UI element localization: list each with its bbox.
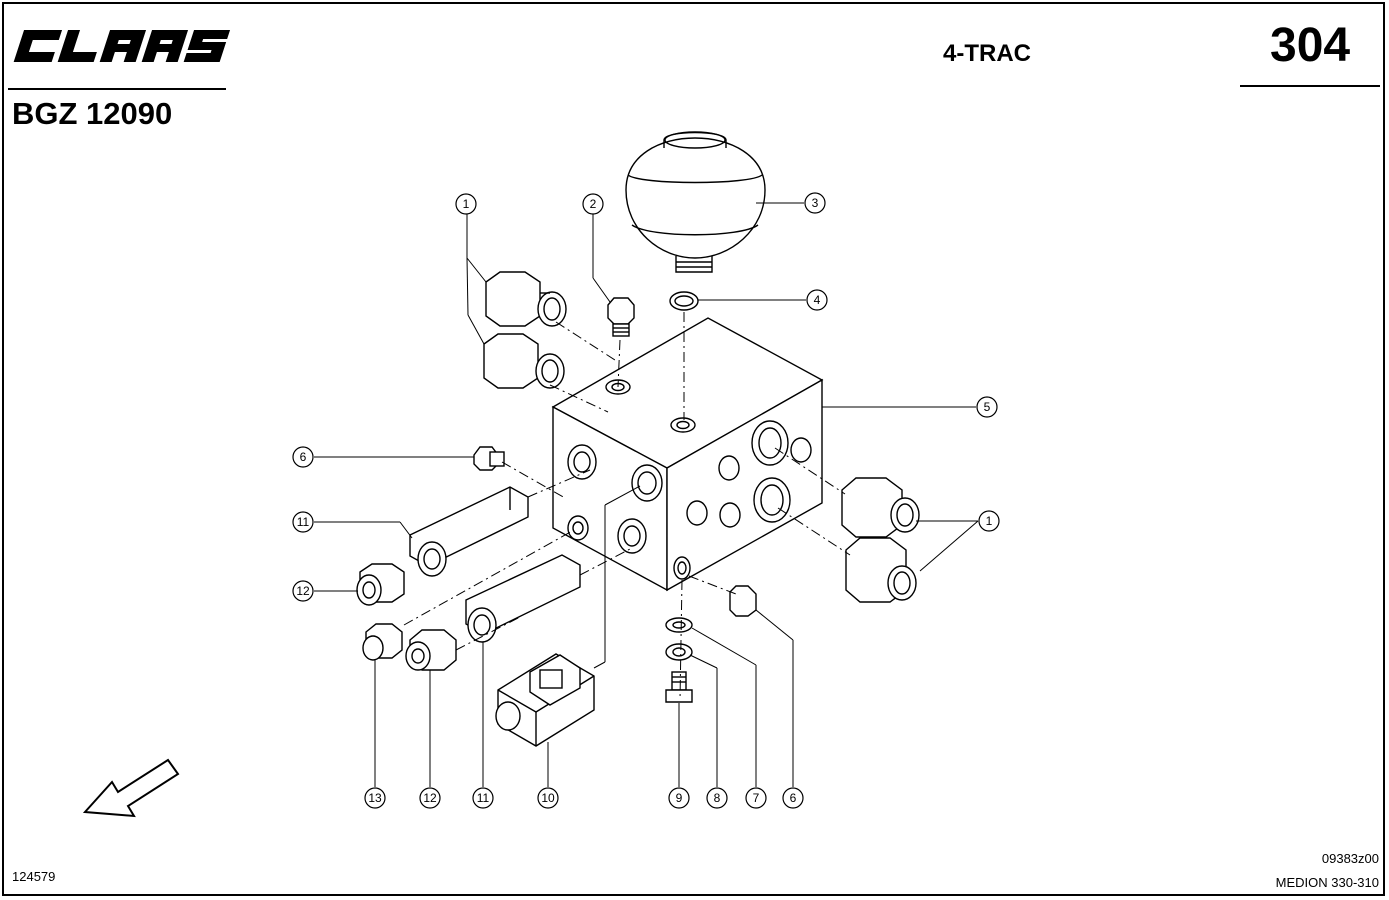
callout-1-upper: 1: [455, 193, 477, 215]
document-code: BGZ 12090: [12, 96, 173, 131]
page-title: 4-TRAC: [943, 40, 1031, 67]
svg-text:3: 3: [812, 196, 819, 210]
bolt-9: [665, 671, 693, 703]
o-ring: [669, 291, 699, 311]
svg-text:1: 1: [463, 197, 470, 211]
screw-plug-right: [729, 585, 757, 617]
header-rule-left: [8, 88, 226, 90]
svg-text:5: 5: [984, 400, 991, 414]
pressure-accumulator: [625, 131, 766, 273]
callout-5: 5: [976, 396, 998, 418]
callout-11-left: 11: [292, 511, 314, 533]
svg-text:8: 8: [714, 791, 721, 805]
drawing-reference: 124579: [12, 869, 56, 884]
fitting-right-a: [841, 477, 920, 538]
solenoid-coil: [495, 653, 595, 747]
direction-arrow-icon: [82, 758, 180, 818]
fitting-13: [362, 623, 403, 661]
svg-text:13: 13: [368, 791, 382, 805]
callout-12-bottom: 12: [419, 787, 441, 809]
callout-8: 8: [706, 787, 728, 809]
washer-8: [665, 643, 693, 661]
callout-6-left: 6: [292, 446, 314, 468]
fitting-upper-left-a: [485, 271, 567, 327]
callout-12-left: 12: [292, 580, 314, 602]
callout-2: 2: [582, 193, 604, 215]
fitting-12-upper: [356, 563, 405, 606]
callout-7: 7: [745, 787, 767, 809]
callout-4: 4: [806, 289, 828, 311]
page-number: 304: [1270, 19, 1351, 72]
callout-3: 3: [804, 192, 826, 214]
header-rule-right: [1240, 85, 1380, 87]
svg-text:6: 6: [790, 791, 797, 805]
nipple-fitting: [607, 297, 635, 337]
svg-text:9: 9: [676, 791, 683, 805]
hex-extension-lower: [465, 554, 581, 643]
fitting-upper-left-b: [483, 333, 565, 389]
svg-text:12: 12: [423, 791, 437, 805]
svg-text:11: 11: [477, 791, 490, 805]
hex-extension-upper: [409, 486, 529, 577]
callout-1-right: 1: [978, 510, 1000, 532]
claas-logo: [13, 30, 231, 62]
callout-11-bottom: 11: [472, 787, 494, 809]
svg-text:6: 6: [300, 450, 307, 464]
svg-text:12: 12: [296, 584, 310, 598]
callout-9: 9: [668, 787, 690, 809]
fitting-12-lower: [405, 629, 457, 671]
screw-plug-left: [473, 446, 505, 471]
callout-13: 13: [364, 787, 386, 809]
svg-text:2: 2: [590, 197, 597, 211]
figure-code: 09383z00: [1321, 851, 1379, 866]
callout-10: 10: [537, 787, 559, 809]
fitting-right-b: [845, 537, 917, 603]
svg-text:11: 11: [297, 515, 310, 529]
svg-text:4: 4: [814, 293, 821, 307]
svg-text:1: 1: [986, 514, 993, 528]
svg-text:7: 7: [753, 791, 760, 805]
washer-7: [665, 617, 693, 633]
callout-6-bottom: 6: [782, 787, 804, 809]
svg-text:10: 10: [541, 791, 555, 805]
valve-block: [551, 317, 824, 592]
model-reference: MEDION 330-310: [1275, 875, 1379, 890]
